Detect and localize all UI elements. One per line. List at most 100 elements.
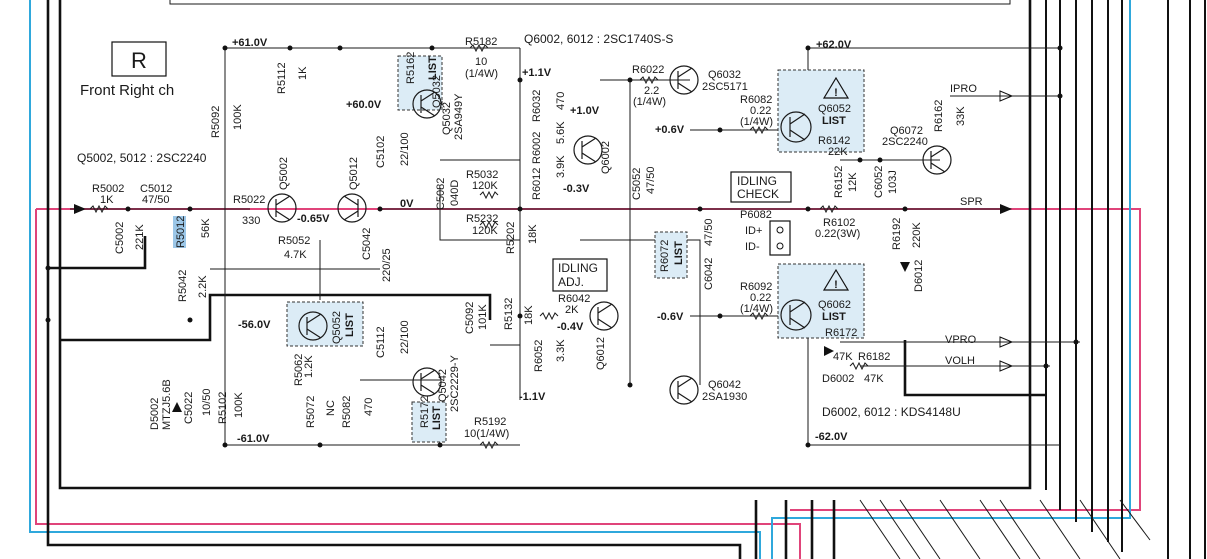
r5052-val: 4.7K	[284, 249, 307, 261]
voltage-p10: +1.0V	[570, 105, 600, 117]
c5082-val: 040D	[449, 180, 461, 206]
voltage-m11: -1.1V	[519, 391, 546, 403]
r5012-val: 56K	[200, 218, 212, 238]
list-label: LIST	[673, 241, 685, 265]
d5002-val: MTZJ5.6B	[161, 379, 173, 430]
r6072-ref: R6072	[659, 240, 671, 272]
r6002-ref: R6002	[531, 132, 543, 164]
r5112-val: 1K	[297, 66, 309, 80]
r6052-ref: R6052	[533, 340, 545, 372]
voltage-m56: -56.0V	[238, 319, 271, 331]
r5182-val: 10	[475, 56, 487, 68]
transistor-q6052	[780, 111, 812, 143]
c5012-ref: C5012	[140, 183, 172, 195]
d6002-note: D6002, 6012 : KDS4148U	[822, 405, 961, 419]
c6042-val: 47/50	[703, 218, 715, 246]
voltage-p60: +60.0V	[346, 99, 382, 111]
transistor-q5042	[412, 367, 442, 397]
voltage-p06: +0.6V	[655, 124, 685, 136]
r5082-ref: R5082	[341, 396, 353, 428]
r5012-ref: R5012	[175, 216, 187, 248]
resistor-symbols	[89, 43, 869, 450]
c5102-val: 22/100	[399, 132, 411, 166]
r5072-val: NC	[325, 400, 337, 416]
c5092-val: 101K	[477, 304, 489, 330]
r6082-pwr: (1/4W)	[740, 116, 773, 128]
voltage-m065: -0.65V	[297, 213, 330, 225]
voltage-m04: -0.4V	[557, 321, 584, 333]
voltage-zero: 0V	[400, 198, 414, 210]
r5032-val: 120K	[472, 180, 498, 192]
list-boxes	[286, 55, 865, 443]
r6042-ref: R6042	[558, 293, 590, 305]
q6002-ref: Q6002	[600, 141, 612, 174]
list-label: LIST	[344, 313, 356, 337]
voltage-p11: +1.1V	[522, 67, 552, 79]
r6022-val: 2.2	[644, 85, 659, 97]
c6052-ref: C6052	[873, 166, 885, 198]
r6092-ref: R6092	[740, 281, 772, 293]
r6012-val: 3.9K	[555, 155, 567, 178]
q6052-ref: Q6052	[818, 103, 851, 115]
connector-id-plus: ID+	[745, 225, 762, 237]
c5082-ref: C5082	[435, 178, 447, 210]
signal-spr: SPR	[960, 196, 983, 208]
junction-dots	[45, 45, 1079, 448]
q6042-ref: Q6042	[708, 379, 741, 391]
r5062-val: 1.2K	[303, 355, 315, 378]
c6042-ref: C6042	[703, 258, 715, 290]
r5022-val: 330	[242, 215, 260, 227]
q5032-type: Q5032	[431, 75, 443, 108]
transistor-q6042	[669, 375, 699, 405]
idling-check-box	[730, 171, 792, 203]
idling-check-line2: CHECK	[737, 187, 779, 201]
r5202-val: 18K	[527, 224, 539, 244]
r5042-val: 2.2K	[197, 275, 209, 298]
c5002-ref: C5002	[114, 222, 126, 254]
r6012-ref: R6012	[531, 168, 543, 200]
r6032-val: 470	[555, 92, 567, 110]
list-label: LIST	[822, 115, 846, 127]
transistor-q5002	[267, 193, 297, 223]
r6192-val: 220K	[911, 222, 923, 248]
q5002-ref: Q5002	[278, 157, 290, 190]
channel-letter: R	[131, 48, 147, 73]
r6182-val: 47K	[864, 373, 884, 385]
r6082-val: 0.22	[750, 105, 771, 117]
r5062-ref: R5062	[293, 354, 305, 386]
c5022-val: 10/50	[201, 388, 213, 416]
signal-lines	[70, 90, 1080, 385]
r5162-ref: R5162	[405, 52, 417, 84]
q6062-ref: Q6062	[818, 299, 851, 311]
r6022-pwr: (1/4W)	[633, 96, 666, 108]
r5192-ref: R5192	[474, 416, 506, 428]
c5102-ref: C5102	[375, 136, 387, 168]
r6142-ref: R6142	[818, 135, 850, 147]
q5032-ref: Q5032	[441, 102, 453, 135]
warning-icons: ! !	[822, 76, 850, 291]
signal-vpro: VPRO	[945, 334, 977, 346]
q5032-type-v: 2SA949Y	[453, 93, 465, 140]
q5042-type: 2SC2229-Y	[449, 354, 461, 412]
list-label: LIST	[431, 406, 443, 430]
r5002-val: 1K	[100, 194, 114, 206]
labels: R Front Right ch Q6002, 6012 : 2SC1740S-…	[77, 32, 983, 445]
q6072-type: 2SC2240	[882, 136, 928, 148]
connector-ref: P6082	[740, 209, 772, 221]
r5052-ref: R5052	[278, 235, 310, 247]
c5052-ref: C5052	[631, 168, 643, 200]
voltage-p61: +61.0V	[232, 37, 268, 49]
r6102-val: 0.22(3W)	[815, 228, 860, 240]
r6182-ref: R6182	[858, 351, 890, 363]
diode-d6002-icon	[824, 346, 834, 356]
diode-d5002-icon	[172, 402, 182, 412]
svg-text:!: !	[834, 279, 838, 291]
r6032-ref: R6032	[531, 90, 543, 122]
c5042-val: 220/25	[381, 248, 393, 282]
channel-name: Front Right ch	[80, 82, 174, 99]
idling-adj-line2: ADJ.	[558, 275, 584, 289]
voltage-m03: -0.3V	[563, 183, 590, 195]
r5232-ref: R5232	[466, 213, 498, 225]
header-note: Q6002, 6012 : 2SC1740S-S	[524, 32, 673, 46]
transistor-q6032	[669, 65, 699, 95]
